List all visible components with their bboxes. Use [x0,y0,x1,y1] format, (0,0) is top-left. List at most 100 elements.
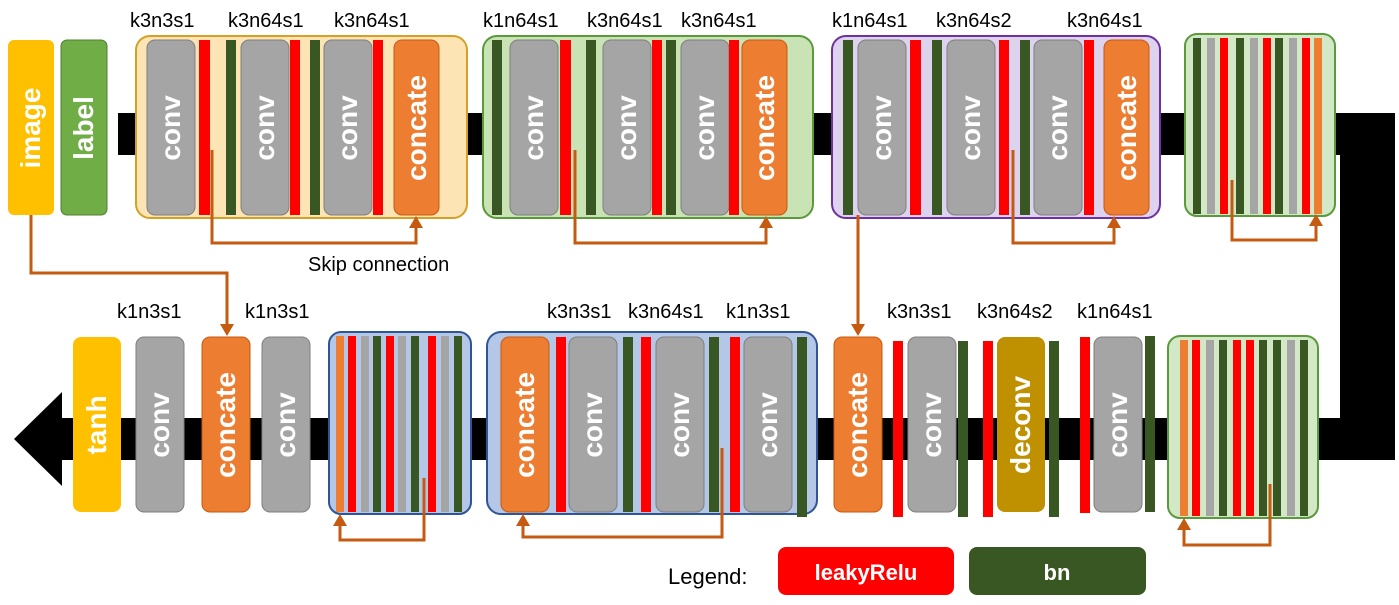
concate-text: concate [1111,75,1142,181]
bn-bar [797,337,807,517]
compact-layer-stack [1193,38,1322,214]
skip-connection-arrow [1182,484,1272,547]
skip-arrowhead [333,514,347,526]
kernel-label: k1n64s1 [1077,301,1153,323]
bn-bar [586,40,596,215]
concate-text: concate [401,75,432,181]
kernel-label: k3n3s1 [887,301,952,323]
leaky-relu-bar [199,40,210,215]
leaky-relu-bar [386,336,394,512]
bn-bar [310,40,320,215]
conv-bar [1207,38,1215,214]
concate-block [500,336,550,513]
skip-arrowhead [759,216,773,228]
bn-bar [932,40,942,215]
concate-bar [336,336,344,512]
tanh-block [73,337,121,512]
output-arrowhead [14,392,62,486]
conv-block [261,336,311,513]
bn-bar [666,40,676,215]
deconv-block [997,337,1045,512]
conv-block [323,39,373,216]
leaky-relu-bar [729,40,739,215]
skip-connection-arrow [1011,150,1116,245]
encoder-group-1 [135,35,468,219]
concate-text: concate [749,75,780,181]
leaky-relu-bar [1084,40,1094,215]
conv-text: conv [155,95,186,161]
leaky-relu-bar [556,337,566,512]
kernel-label: k1n3s1 [726,301,791,323]
concate-bar [1180,340,1188,516]
kernel-label: k3n64s1 [628,301,704,323]
conv-block [602,39,652,216]
image-skip-arrow [29,215,229,326]
bn-bar [709,337,719,512]
bn-bar [1236,38,1244,214]
bn-bar [1275,38,1283,214]
bn-bar [1145,336,1155,512]
cross-arrowhead [851,324,865,336]
concate-text: concate [842,372,873,478]
bn-bar [1020,40,1030,215]
kernel-label: k3n64s1 [587,10,663,32]
conv-block [146,39,196,216]
conv-block [655,336,705,513]
bn-bar [454,336,462,512]
image-text: image [15,88,46,169]
conv-text: conv [332,95,363,161]
compact-layer-stack [1180,340,1308,516]
legend-bn-swatch [969,547,1146,595]
kernel-label: k1n64s1 [483,10,559,32]
skip-connection-label: Skip connection [308,254,449,276]
kernel-label: k1n3s1 [245,301,310,323]
concate-bar [1314,38,1322,214]
conv-text: conv [866,95,897,161]
conv-bar [1289,38,1297,214]
leaky-relu-bar [641,337,651,512]
leaky-relu-bar [428,336,436,512]
label-block [60,39,108,216]
leaky-relu-bar [1302,38,1310,214]
leaky-relu-bar [373,40,383,215]
conv-text: conv [955,95,986,161]
leaky-relu-bar [560,40,571,215]
kernel-label: k3n3s1 [130,10,195,32]
conv-block [1033,39,1083,216]
kernel-label: k3n3s1 [547,301,612,323]
skip-arrowhead [1177,518,1191,530]
concate-block [393,39,440,216]
bn-bar [1259,340,1267,516]
conv-block [743,336,793,513]
conv-block [907,336,957,513]
conv-block [857,39,907,216]
leaky-relu-bar [1220,38,1228,214]
legend-leaky-label: leakyRelu [815,560,918,585]
bn-bar [1273,340,1281,516]
kernel-label: k1n64s1 [832,10,908,32]
bn-bar [843,40,853,215]
bn-bar [226,40,236,215]
conv-block [509,39,559,216]
bn-bar [411,336,419,512]
conv-text: conv [611,95,642,161]
leaky-relu-bar [730,337,740,512]
conv-text: conv [689,95,720,161]
conv-bar [441,336,449,512]
conv-text: conv [916,392,947,458]
skip-arrowhead [409,216,423,228]
concate-block [741,39,788,216]
leaky-relu-bar [290,40,300,215]
conv-text: conv [577,392,608,458]
kernel-label: k3n64s2 [936,10,1012,32]
conv-bar [361,336,369,512]
skip-connection-arrow [338,478,426,542]
kernel-label: k1n3s1 [117,301,182,323]
compact-layer-stack [336,336,462,512]
conv-bar [1206,340,1214,516]
bn-bar [958,341,968,517]
conv-text: conv [518,95,549,161]
conv-bar [1250,38,1258,214]
leaky-relu-bar [1080,337,1090,513]
conv-text: conv [1042,95,1073,161]
